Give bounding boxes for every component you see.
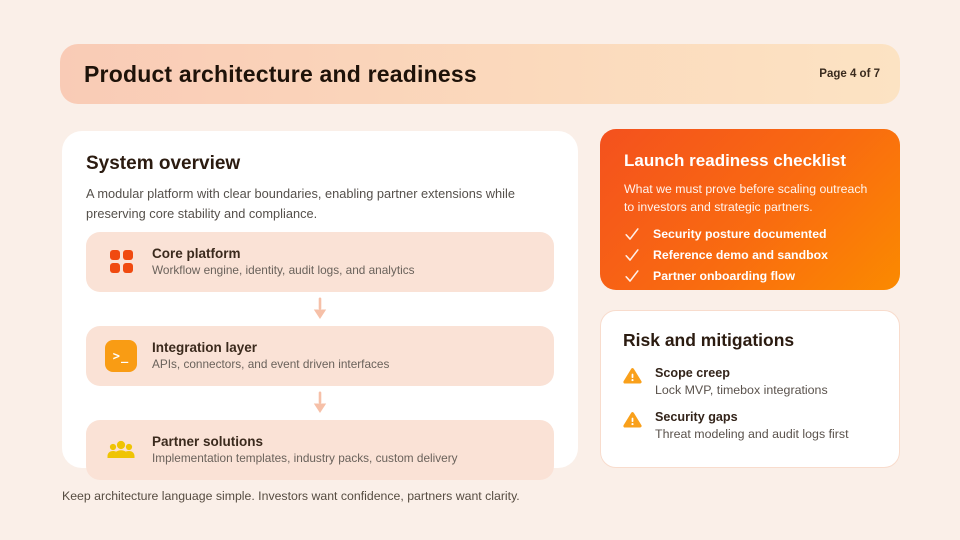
check-icon: [625, 270, 639, 282]
check-icon: [625, 249, 639, 261]
layer-title: Integration layer: [152, 340, 258, 356]
launch-readiness-title: Launch readiness checklist: [624, 151, 847, 170]
checklist-item-label: Partner onboarding flow: [653, 268, 796, 283]
risk-mitigations-title: Risk and mitigations: [623, 330, 795, 350]
risk-item: Security gaps Threat modeling and audit …: [623, 410, 877, 442]
checklist-item: Reference demo and sandbox: [624, 248, 876, 262]
arrow-down-icon: [313, 297, 327, 320]
layer-title: Partner solutions: [152, 434, 264, 450]
layer-subtitle: Workflow engine, identity, audit logs, a…: [152, 263, 415, 278]
layer-subtitle: APIs, connectors, and event driven inter…: [152, 357, 390, 372]
architecture-stack: Core platform Workflow engine, identity,…: [86, 231, 554, 480]
launch-readiness-card: Launch readiness checklist What we must …: [600, 129, 900, 290]
check-icon: [625, 228, 639, 240]
risk-mitigation: Threat modeling and audit logs first: [655, 427, 849, 442]
system-overview-description: A modular platform with clear boundaries…: [86, 186, 515, 221]
layer-card-core-platform: Core platform Workflow engine, identity,…: [86, 231, 554, 292]
page-indicator: Page 4 of 7: [819, 68, 880, 80]
risk-mitigations-card: Risk and mitigations Scope creep Lock MV…: [600, 310, 900, 468]
risk-title: Scope creep: [655, 366, 730, 380]
layer-card-integration-layer: >_ Integration layer APIs, connectors, a…: [86, 325, 554, 386]
checklist-item: Partner onboarding flow: [624, 269, 876, 283]
header-band: Product architecture and readiness Page …: [60, 44, 900, 104]
checklist-item: Security posture documented: [624, 227, 876, 241]
risk-title: Security gaps: [655, 410, 738, 425]
launch-readiness-description: What we must prove before scaling outrea…: [624, 182, 868, 215]
layer-subtitle: Implementation templates, industry packs…: [152, 451, 458, 466]
terminal-icon: >_: [105, 339, 137, 372]
layer-title: Core platform: [152, 246, 241, 262]
warning-icon: [623, 368, 642, 384]
people-icon: [105, 434, 137, 466]
system-overview-card: System overview A modular platform with …: [62, 131, 578, 480]
layer-card-partner-solutions: Partner solutions Implementation templat…: [86, 419, 554, 480]
checklist-item-label: Reference demo and sandbox: [653, 247, 828, 262]
risk-mitigation: Lock MVP, timebox integrations: [655, 383, 828, 397]
system-overview-title: System overview: [86, 153, 241, 174]
warning-icon: [623, 412, 642, 428]
footer-note: Keep architecture language simple. Inves…: [62, 489, 520, 503]
risk-item: Scope creep Lock MVP, timebox integratio…: [623, 366, 877, 398]
flow-arrow-down-2: [86, 386, 554, 420]
flow-arrow-down-1: [86, 292, 554, 326]
page-title: Product architecture and readiness: [84, 60, 477, 87]
checklist-item-label: Security posture documented: [653, 226, 827, 241]
grid-icon: [105, 246, 137, 278]
arrow-down-icon: [313, 391, 327, 414]
